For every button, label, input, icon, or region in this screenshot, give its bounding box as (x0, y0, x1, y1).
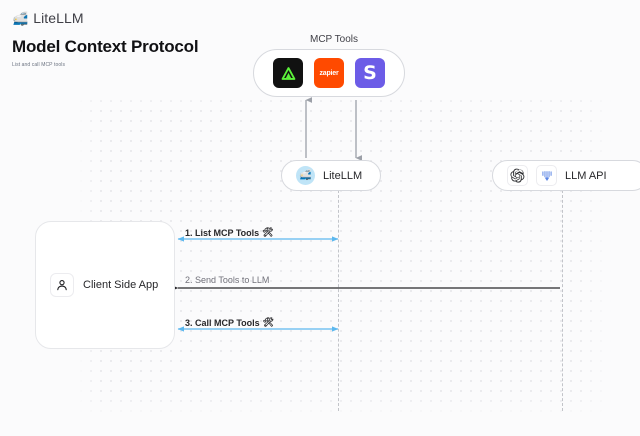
brand-name: LiteLLM (33, 10, 84, 26)
litellm-node-label: LiteLLM (323, 169, 363, 182)
openai-icon (507, 165, 528, 186)
page-title: Model Context Protocol (12, 37, 199, 56)
mcp-tools-group[interactable]: zapier S (253, 49, 405, 97)
flow-label-1-text: 1. List MCP Tools (185, 227, 260, 238)
triangle-tool-icon[interactable] (273, 58, 303, 88)
litellm-lifeline (338, 190, 339, 411)
slack-icon[interactable]: S (355, 58, 385, 88)
flow-label-2-text: 2. Send Tools to LLM (185, 275, 270, 285)
anthropic-icon (536, 165, 557, 186)
user-icon (50, 273, 74, 297)
flow-label-3-text: 3. Call MCP Tools (185, 317, 260, 328)
slack-letter: S (363, 61, 377, 84)
llm-api-node[interactable]: LLM API (492, 160, 640, 191)
page-header: 🚅 LiteLLM Model Context Protocol List an… (0, 0, 640, 68)
llm-api-node-label: LLM API (565, 169, 607, 182)
zapier-icon[interactable]: zapier (314, 58, 344, 88)
client-side-app-card[interactable]: Client Side App (35, 221, 175, 349)
client-side-app-label: Client Side App (83, 279, 159, 291)
tools-icon: 🛠 (262, 317, 275, 327)
page-subtitle: List and call MCP tools (12, 62, 66, 68)
zapier-wordmark: zapier (319, 69, 339, 77)
flow-label-2: 2. Send Tools to LLM (185, 275, 269, 285)
tools-icon: 🛠 (262, 227, 274, 237)
mcp-tools-group-label: MCP Tools (310, 34, 358, 45)
brand[interactable]: 🚅 LiteLLM (0, 8, 640, 28)
llm-api-lifeline (562, 190, 563, 411)
flow-label-3: 3. Call MCP Tools 🛠 (185, 317, 274, 328)
bullet-train-icon: 🚅 (296, 166, 315, 185)
flow-label-1: 1. List MCP Tools 🛠 (185, 227, 274, 238)
litellm-node[interactable]: 🚅 LiteLLM (281, 160, 381, 191)
bullet-train-icon: 🚅 (12, 10, 29, 26)
